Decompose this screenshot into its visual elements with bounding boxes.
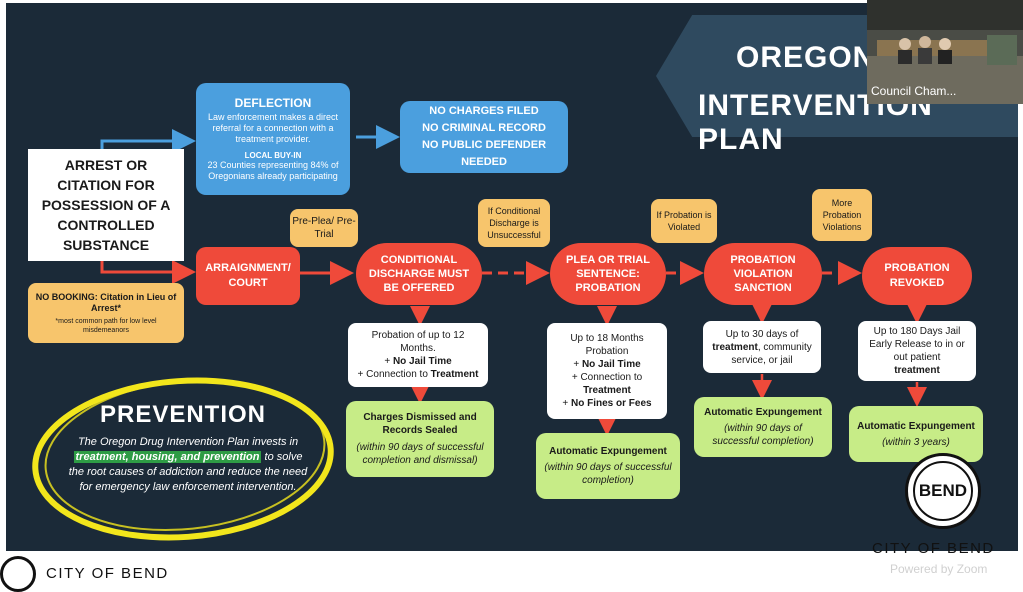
- tag-probation-violated: If Probation is Violated: [651, 199, 717, 243]
- deflection-buyin-title: LOCAL BUY-IN: [244, 151, 302, 160]
- council-chamber-video: [867, 0, 1023, 104]
- city-name-right: CITY OF BEND: [872, 540, 995, 557]
- outcome-violation-title: Automatic Expungement: [704, 407, 822, 418]
- stage-conditional-text: CONDITIONAL DISCHARGE MUST BE OFFERED: [368, 254, 470, 294]
- arrest-box: ARREST OR CITATION FOR POSSESSION OF A C…: [28, 149, 184, 261]
- city-seal-text: BEND: [913, 461, 973, 521]
- arrow-arrest-to-arraignment: [100, 260, 196, 284]
- zoom-video-tile[interactable]: Council Cham...: [867, 0, 1023, 104]
- tag-cond-unsuccessful: If Conditional Discharge is Unsuccessful: [478, 199, 550, 247]
- tag-preplea: Pre-Plea/ Pre-Trial: [290, 209, 358, 247]
- outcome-revoked-note: (within 3 years): [882, 436, 950, 448]
- stage-conditional: CONDITIONAL DISCHARGE MUST BE OFFERED: [356, 243, 482, 305]
- outcome-plea: Automatic Expungement (within 90 days of…: [536, 433, 680, 499]
- outcome-plea-note: (within 90 days of successful completion…: [544, 462, 672, 486]
- no-charges-line-2: NO CRIMINAL RECORD: [422, 122, 546, 134]
- detail-conditional-line-1: Probation of up to 12 Months.: [371, 330, 465, 354]
- outcome-conditional-title: Charges Dismissed and Records Sealed: [363, 412, 477, 436]
- stage-revoked-text: PROBATION REVOKED: [884, 262, 950, 289]
- detail-revoked-line-1: Up to 180 Days Jail Early Release to in …: [869, 326, 965, 363]
- tag-more-violations: More Probation Violations: [812, 189, 872, 241]
- detail-conditional-conn: + Connection to: [357, 369, 431, 380]
- stage-arraignment-text: ARRAIGNMENT/ COURT: [205, 262, 291, 289]
- detail-conditional-treatment: Treatment: [430, 369, 479, 380]
- stage-violation: PROBATION VIOLATION SANCTION: [704, 243, 822, 305]
- prevention-highlight: treatment, housing, and prevention: [73, 451, 262, 463]
- city-name-left: CITY OF BEND: [46, 565, 169, 582]
- detail-plea-conn: + Connection to: [571, 372, 643, 383]
- deflection-title: DEFLECTION: [234, 96, 312, 110]
- arrest-text: ARREST OR CITATION FOR POSSESSION OF A C…: [41, 157, 171, 253]
- tag-more-violations-text: More Probation Violations: [822, 198, 862, 232]
- no-charges-line-1: NO CHARGES FILED: [429, 105, 539, 117]
- powered-by-zoom: Powered by Zoom: [890, 562, 988, 576]
- stage-revoked: PROBATION REVOKED: [862, 247, 972, 305]
- no-booking-note: *most common path for low level misdemea…: [55, 317, 157, 334]
- stage-arraignment: ARRAIGNMENT/ COURT: [196, 247, 300, 305]
- title-line-1: OREGON: [736, 41, 876, 74]
- deflection-box: DEFLECTION Law enforcement makes a direc…: [196, 83, 350, 195]
- prevention-title: PREVENTION: [99, 401, 267, 428]
- outcome-revoked-title: Automatic Expungement: [857, 420, 975, 432]
- deflection-body: Law enforcement makes a direct referral …: [207, 112, 339, 144]
- tag-preplea-text: Pre-Plea/ Pre-Trial: [292, 216, 356, 240]
- detail-violation-treatment: treatment: [712, 341, 758, 353]
- detail-plea-nofines: No Fines or Fees: [571, 398, 652, 409]
- detail-plea-line-1: Up to 18 Months Probation: [570, 333, 644, 357]
- detail-conditional: Probation of up to 12 Months. + No Jail …: [348, 323, 488, 387]
- detail-plea-plus-2: +: [562, 398, 572, 409]
- city-seal-logo: BEND: [905, 453, 981, 529]
- arrow-arrest-to-deflection: [100, 129, 196, 153]
- outcome-conditional-note: (within 90 days of successful completion…: [356, 442, 484, 466]
- stage-plea: PLEA OR TRIAL SENTENCE: PROBATION: [550, 243, 666, 305]
- detail-plea-treatment: Treatment: [583, 385, 631, 396]
- outcome-plea-title: Automatic Expungement: [549, 446, 667, 457]
- prevention-text-pre: The Oregon Drug Intervention Plan invest…: [77, 436, 299, 448]
- stage-violation-text: PROBATION VIOLATION SANCTION: [730, 254, 796, 294]
- prevention-circle: [32, 377, 334, 541]
- no-booking-box: NO BOOKING: Citation in Lieu of Arrest* …: [28, 283, 184, 343]
- tag-probation-violated-text: If Probation is Violated: [656, 210, 712, 232]
- detail-conditional-nojail: No Jail Time: [392, 356, 452, 367]
- flow-arrows: [100, 125, 927, 436]
- detail-plea-nojail: No Jail Time: [581, 359, 641, 370]
- detail-violation-line-1: Up to 30 days of: [725, 328, 799, 340]
- outcome-violation: Automatic Expungement (within 90 days of…: [694, 397, 832, 457]
- deflection-buyin-body: 23 Counties representing 84% of Oregonia…: [207, 160, 339, 181]
- outcome-conditional: Charges Dismissed and Records Sealed (wi…: [346, 401, 494, 477]
- detail-violation: Up to 30 days of treatment, community se…: [703, 321, 821, 373]
- no-charges-box: NO CHARGES FILED NO CRIMINAL RECORD NO P…: [400, 101, 568, 173]
- detail-revoked-treatment: treatment: [894, 365, 940, 376]
- zoom-participant-label: Council Cham...: [871, 84, 957, 98]
- detail-revoked: Up to 180 Days Jail Early Release to in …: [858, 321, 976, 381]
- detail-plea-plus-1: +: [573, 359, 582, 370]
- stage-plea-text: PLEA OR TRIAL SENTENCE: PROBATION: [566, 254, 650, 294]
- detail-plea: Up to 18 Months Probation + No Jail Time…: [547, 323, 667, 419]
- prevention-text: The Oregon Drug Intervention Plan invest…: [68, 435, 308, 495]
- city-seal-small-icon: [0, 556, 36, 592]
- outcome-violation-note: (within 90 days of successful completion…: [712, 423, 814, 447]
- tag-cond-unsuccessful-text: If Conditional Discharge is Unsuccessful: [487, 206, 541, 240]
- outcome-revoked: Automatic Expungement (within 3 years): [849, 406, 983, 462]
- no-charges-line-3: NO PUBLIC DEFENDER NEEDED: [421, 139, 547, 168]
- no-booking-title: NO BOOKING: Citation in Lieu of Arrest*: [35, 291, 177, 313]
- prevention-text-post: to solve the root causes of addiction an…: [68, 451, 308, 493]
- prevention-panel: PREVENTION The Oregon Drug Intervention …: [28, 373, 338, 543]
- detail-conditional-plus: +: [384, 356, 393, 367]
- detail-violation-rest: , community service, or jail: [731, 341, 812, 366]
